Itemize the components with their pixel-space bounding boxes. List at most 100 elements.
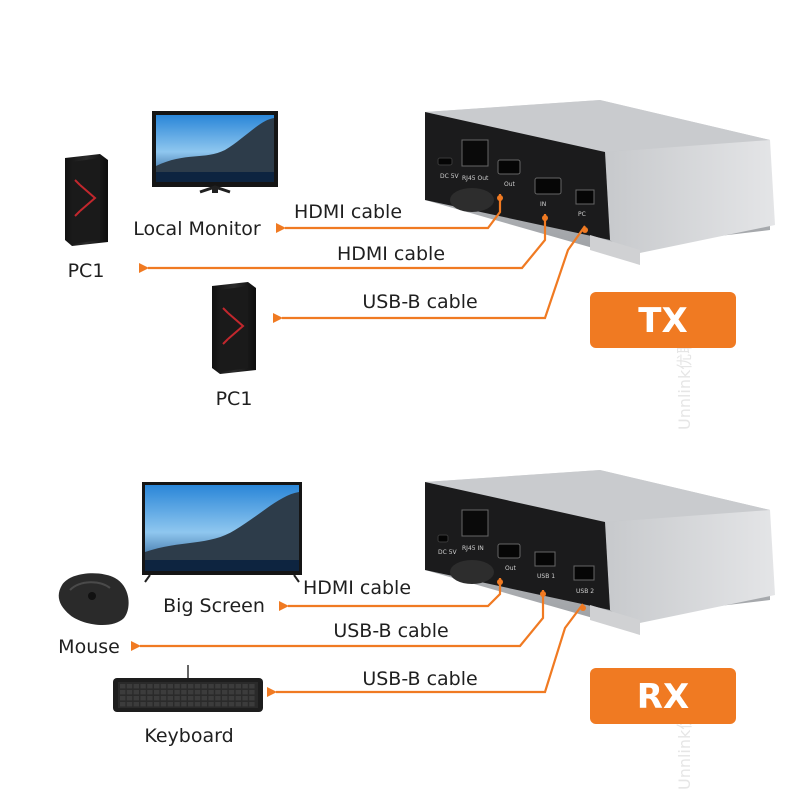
rx-port-usb2-label: USB 2 [576, 588, 594, 595]
keyboard-key [208, 684, 214, 689]
rx-badge: RX [590, 668, 736, 724]
keyboard-key [181, 684, 187, 689]
tx-badge: TX [590, 292, 736, 348]
keyboard-key [140, 696, 146, 701]
keyboard-key [126, 696, 133, 701]
tx-hdmi-out-port [497, 159, 521, 175]
keyboard-key [174, 690, 180, 695]
tx-usb-port [575, 189, 595, 205]
keyboard-key [249, 690, 255, 695]
tx-port-dc-label: DC 5V [440, 173, 460, 180]
keyboard-key [167, 702, 173, 707]
keyboard-key [167, 696, 173, 701]
keyboard-key [160, 702, 167, 707]
keyboard-key [133, 702, 139, 707]
keyboard-key [181, 702, 187, 707]
keyboard-key [228, 702, 235, 707]
keyboard-key [120, 684, 126, 689]
keyboard-key [133, 684, 139, 689]
keyboard-key [194, 702, 201, 707]
tx-pc-bottom-label: PC1 [216, 388, 253, 410]
rx-port-rj45-label: RJ45 IN [462, 545, 484, 552]
tx-monitor-cable [276, 194, 502, 233]
tx-pc-bottom-icon [212, 282, 256, 374]
keyboard-key [120, 690, 126, 695]
keyboard-key [215, 684, 221, 689]
keyboard-key [194, 696, 201, 701]
tx-pc-usb-cable-label: USB-B cable [362, 291, 477, 313]
keyboard-key [242, 684, 248, 689]
keyboard-key [249, 684, 255, 689]
keyboard-key [140, 702, 146, 707]
keyboard-key [154, 684, 160, 689]
keyboard-key [140, 684, 146, 689]
tx-local-monitor-icon [152, 111, 278, 194]
keyboard-key [160, 690, 167, 695]
keyboard-key [147, 690, 153, 695]
keyboard-key [167, 684, 173, 689]
rx-mouse-icon [58, 573, 129, 626]
keyboard-key [249, 696, 255, 701]
keyboard-key [235, 702, 241, 707]
rx-dc-port [437, 534, 449, 543]
tx-pc-usb-cable [273, 225, 586, 323]
keyboard-key [228, 696, 235, 701]
keyboard-key [201, 684, 207, 689]
keyboard-key [222, 690, 228, 695]
keyboard-key [228, 690, 235, 695]
keyboard-key [242, 696, 248, 701]
keyboard-key [201, 696, 207, 701]
keyboard-key [235, 684, 241, 689]
rx-rj45-port [461, 509, 489, 537]
keyboard-key [222, 684, 228, 689]
keyboard-key [222, 696, 228, 701]
keyboard-key [174, 696, 180, 701]
rx-screen-cable [279, 578, 502, 611]
tx-monitor-cable-label: HDMI cable [294, 201, 402, 223]
rx-device: DC 5V RJ45 IN Out USB 1 USB 2 [425, 470, 775, 635]
keyboard-key [126, 702, 133, 707]
keyboard-key [222, 702, 228, 707]
tx-rj45-port [461, 139, 489, 167]
tx-pc-top-icon [65, 154, 108, 246]
rx-usb2-port [573, 565, 595, 581]
keyboard-key [249, 702, 255, 707]
keyboard-key [215, 696, 221, 701]
keyboard-key [147, 684, 153, 689]
keyboard-key [242, 690, 248, 695]
rx-port-usb1-label: USB 1 [537, 573, 555, 580]
rx-hdmi-out-port [497, 543, 521, 559]
keyboard-key [194, 684, 201, 689]
rx-mouse-cable-label: USB-B cable [333, 620, 448, 642]
rx-big-screen-icon [142, 482, 302, 583]
tx-badge-text: TX [638, 301, 687, 341]
rx-keyboard-icon [113, 665, 263, 712]
rx-big-screen-label: Big Screen [163, 595, 265, 617]
keyboard-key [215, 690, 221, 695]
keyboard-key [228, 684, 235, 689]
tx-port-hdmi-in-label: IN [540, 201, 546, 208]
keyboard-key [133, 690, 139, 695]
tx-dc-port [437, 157, 453, 166]
keyboard-key [188, 702, 194, 707]
keyboard-key [120, 702, 126, 707]
keyboard-key [147, 702, 153, 707]
tx-port-rj45-label: RJ45 Out [462, 175, 489, 182]
keyboard-key [181, 690, 187, 695]
keyboard-key [167, 690, 173, 695]
keyboard-key [140, 690, 146, 695]
keyboard-key [235, 696, 241, 701]
keyboard-key [242, 702, 248, 707]
keyboard-key [215, 702, 221, 707]
rx-badge-text: RX [637, 677, 689, 717]
keyboard-key [120, 696, 126, 701]
rx-keyboard-cable-label: USB-B cable [362, 668, 477, 690]
keyboard-key [126, 690, 133, 695]
keyboard-key [208, 696, 214, 701]
tx-pc-hdmi-cable [139, 214, 547, 273]
keyboard-key [133, 696, 139, 701]
tx-port-hdmi-out-label: Out [504, 181, 516, 188]
keyboard-key [194, 690, 201, 695]
tx-pc-hdmi-cable-label: HDMI cable [337, 243, 445, 265]
